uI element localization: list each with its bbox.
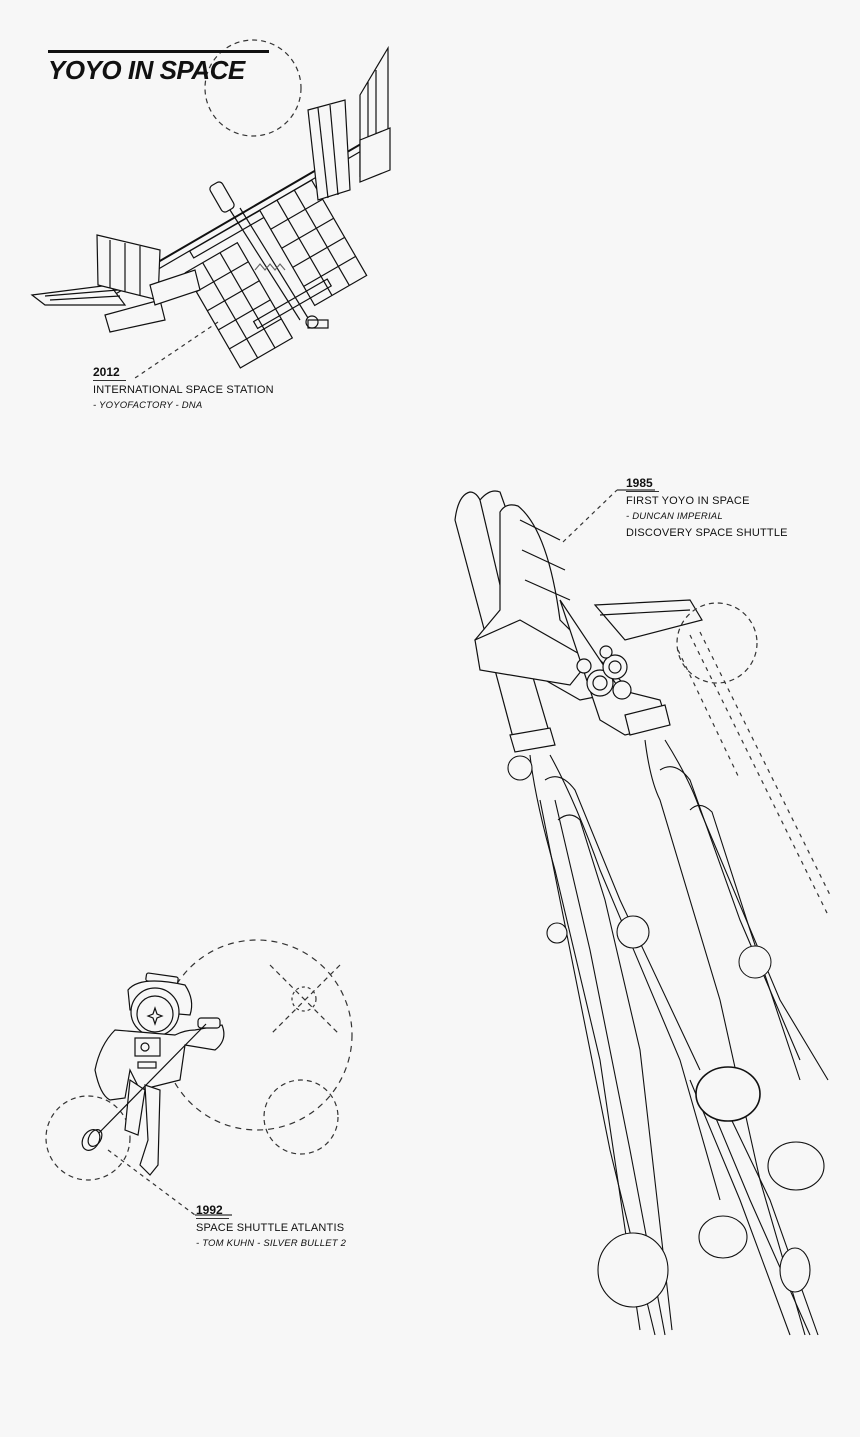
milestone-2012: 2012 INTERNATIONAL SPACE STATION - YOYOF… bbox=[93, 364, 274, 414]
milestone-title: INTERNATIONAL SPACE STATION bbox=[93, 384, 274, 396]
milestone-year: 1992 bbox=[196, 1202, 229, 1219]
page-title: YOYO IN SPACE bbox=[48, 55, 245, 85]
milestone-year: 2012 bbox=[93, 364, 126, 381]
milestone-year: 1985 bbox=[626, 475, 659, 492]
milestone-1985: 1985 FIRST YOYO IN SPACE - DUNCAN IMPERI… bbox=[626, 475, 788, 541]
milestone-title: FIRST YOYO IN SPACE bbox=[626, 495, 750, 507]
milestone-detail: - DUNCAN IMPERIAL bbox=[626, 511, 723, 522]
milestone-1992: 1992 SPACE SHUTTLE ATLANTIS - TOM KUHN -… bbox=[196, 1202, 346, 1252]
title-rule bbox=[48, 50, 269, 53]
exhaust-plume-icon bbox=[507, 739, 829, 1336]
milestone-detail: - TOM KUHN - SILVER BULLET 2 bbox=[196, 1238, 347, 1249]
milestone-detail: - YOYOFACTORY - DNA bbox=[93, 400, 203, 411]
page-title-block: YOYO IN SPACE bbox=[48, 50, 269, 85]
iss-icon bbox=[30, 39, 391, 379]
milestone-title: SPACE SHUTTLE ATLANTIS bbox=[196, 1222, 345, 1234]
astronaut-icon bbox=[45, 939, 353, 1216]
space-shuttle-icon bbox=[454, 489, 831, 916]
milestone-extra: DISCOVERY SPACE SHUTTLE bbox=[626, 527, 788, 539]
